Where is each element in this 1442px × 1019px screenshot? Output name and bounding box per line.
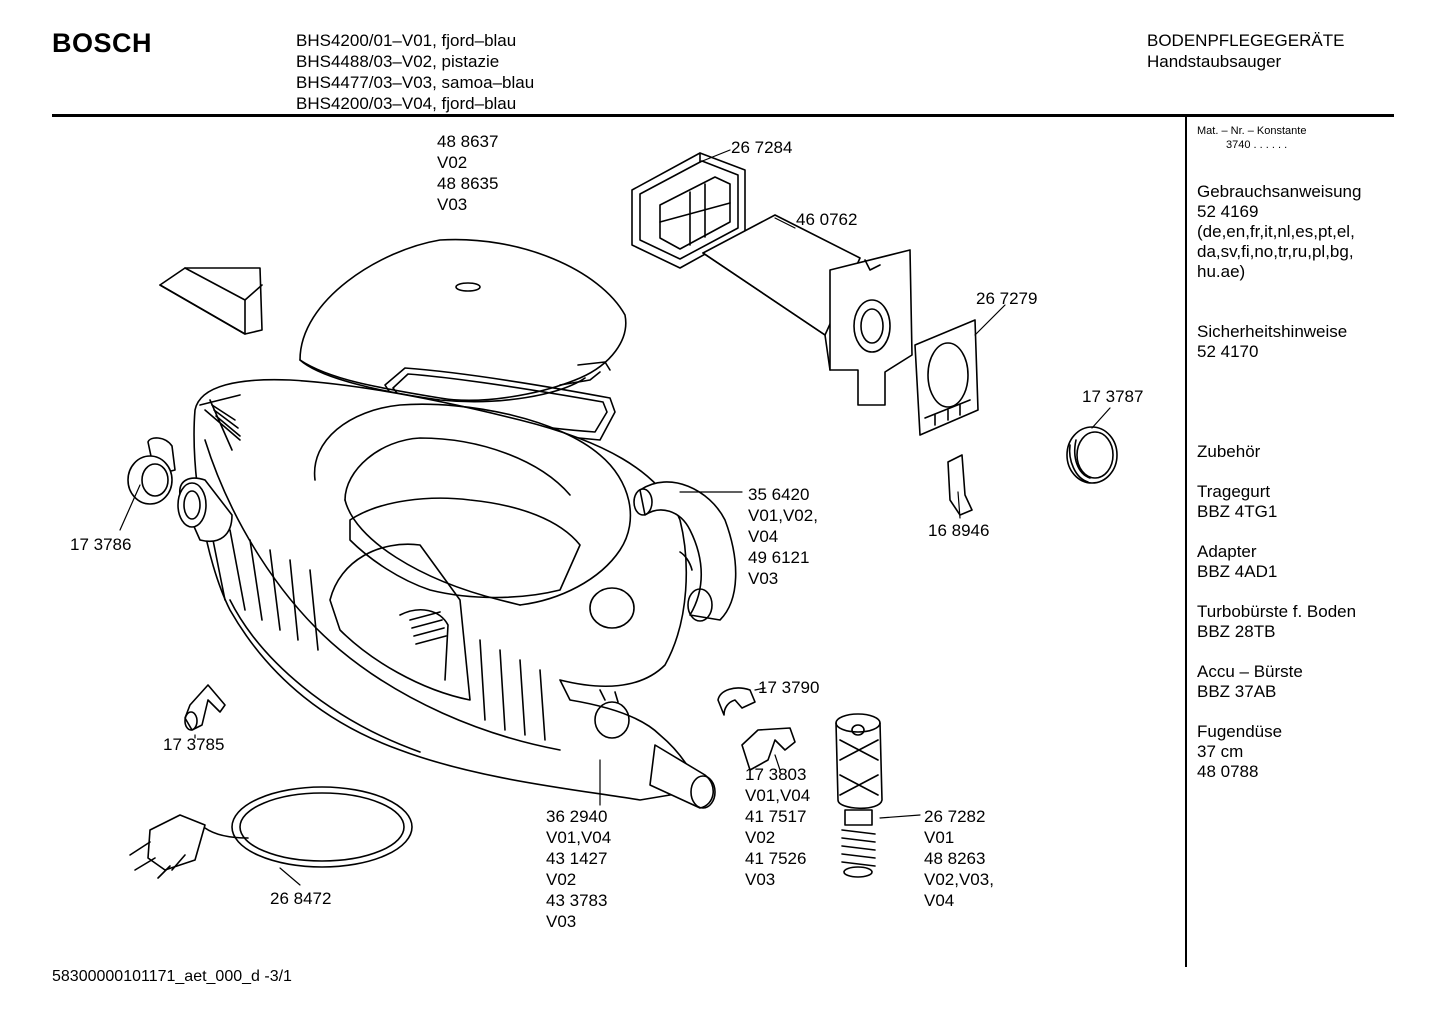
part-variant: V03 [546,912,577,931]
sidebar-divider [1185,117,1187,967]
accessory-name: Adapter [1197,542,1257,561]
part-label-362940: 36 2940 V01,V04 43 1427 V02 43 3783 V03 [546,806,611,932]
accessory-code: BBZ 37AB [1197,682,1277,701]
accessory-name: Accu – Bürste [1197,662,1303,681]
part-variant: V01 [924,828,955,847]
part-variant: V04 [748,527,779,546]
part-variant: V02 [546,870,577,889]
part-variant: V01,V02, [748,506,818,525]
filter-bag-part [702,214,913,406]
part-variant: V03 [437,195,468,214]
part-number: 43 1427 [546,849,608,868]
brand-logo: BOSCH [52,28,153,58]
part-variant: V01,V04 [546,828,612,847]
part-variant: V03 [745,870,776,889]
part-number: 17 3803 [745,765,807,784]
mat-label: Mat. – Nr. – Konstante [1197,125,1307,137]
mat-value: 3740 . . . . . . [1226,139,1288,151]
category-title: BODENPFLEGEGERÄTE [1147,31,1345,50]
part-number: 49 6121 [748,548,810,567]
part-number: 41 7517 [745,807,807,826]
accessories-title: Zubehör [1197,442,1261,461]
accessory-name: Turbobürste f. Boden [1197,602,1357,621]
accessory-code: BBZ 4AD1 [1197,562,1278,581]
part-label-173786: 17 3786 [70,535,132,554]
safety-number: 52 4170 [1197,342,1259,361]
part-variant: V02 [745,828,776,847]
header-divider [52,114,1394,117]
part-number: 43 3783 [546,891,608,910]
part-number: 48 8263 [924,849,986,868]
main-housing-part [177,378,716,809]
manual-langs: hu.ae) [1197,262,1246,281]
filter-fold-part [159,267,263,335]
accessory-name: Fugendüse [1197,722,1283,741]
safety-title: Sicherheitshinweise [1197,322,1348,341]
accessory-code: 48 0788 [1197,762,1259,781]
clip-small-part [717,687,756,716]
model-line: BHS4200/01–V01, fjord–blau [296,31,517,50]
category: BODENPFLEGEGERÄTE Handstaubsauger [1147,30,1344,72]
part-number: 48 8637 [437,132,499,151]
part-label-267282: 26 7282 V01 48 8263 V02,V03, V04 [924,806,994,911]
part-number: 48 8635 [437,174,499,193]
part-label-173787: 17 3787 [1082,387,1144,406]
part-number: 35 6420 [748,485,810,504]
sidebar: Mat. – Nr. – Konstante 3740 . . . . . . … [1197,124,1397,782]
part-number: 26 7282 [924,807,986,826]
ring-part [1066,426,1118,484]
hose-part [633,481,737,622]
part-label-173785: 17 3785 [163,735,225,754]
part-label-168946: 16 8946 [928,521,990,540]
part-label-267279: 26 7279 [976,289,1038,308]
leader-lines [119,149,1111,886]
manual-langs: da,sv,fi,no,tr,ru,pl,bg, [1197,242,1354,261]
category-subtitle: Handstaubsauger [1147,52,1282,71]
part-label-356420: 35 6420 V01,V02, V04 49 6121 V03 [748,484,818,589]
part-number: 41 7526 [745,849,807,868]
document-id: 58300000101171_aet_000_d -3/1 [52,968,292,985]
filter-frame-part [631,152,746,269]
part-variant: V04 [924,891,955,910]
part-label-488637: 48 8637 V02 48 8635 V03 [437,131,498,215]
accessory-code: 37 cm [1197,742,1244,761]
clip-part [947,454,973,516]
manual-title: Gebrauchsanweisung [1197,182,1362,201]
bracket-part [184,684,226,731]
part-number: 36 2940 [546,807,608,826]
model-list: BHS4200/01–V01, fjord–blau BHS4488/03–V0… [296,30,534,114]
part-label-173790: 17 3790 [758,678,820,697]
cover-part [741,727,796,771]
manual-langs: (de,en,fr,it,nl,es,pt,el, [1197,222,1355,241]
lid-part [299,238,627,403]
part-label-267284: 26 7284 [731,138,793,157]
nozzle-ring-part [127,437,176,505]
model-line: BHS4200/03–V04, fjord–blau [296,94,517,113]
part-label-268472: 26 8472 [270,889,332,908]
part-label-460762: 46 0762 [796,210,858,229]
brush-part [835,713,883,878]
part-variant: V03 [748,569,779,588]
manual-number: 52 4169 [1197,202,1259,221]
accessory-code: BBZ 28TB [1197,622,1276,641]
part-variant: V02 [437,153,468,172]
model-line: BHS4488/03–V02, pistazie [296,52,500,71]
part-variant: V01,V04 [745,786,811,805]
accessory-name: Tragegurt [1197,482,1271,501]
part-variant: V02,V03, [924,870,994,889]
model-line: BHS4477/03–V03, samoa–blau [296,73,535,92]
power-cable-part [129,786,413,879]
filter-plate-part [914,319,979,436]
part-label-173803: 17 3803 V01,V04 41 7517 V02 41 7526 V03 [745,764,810,890]
accessory-code: BBZ 4TG1 [1197,502,1278,521]
